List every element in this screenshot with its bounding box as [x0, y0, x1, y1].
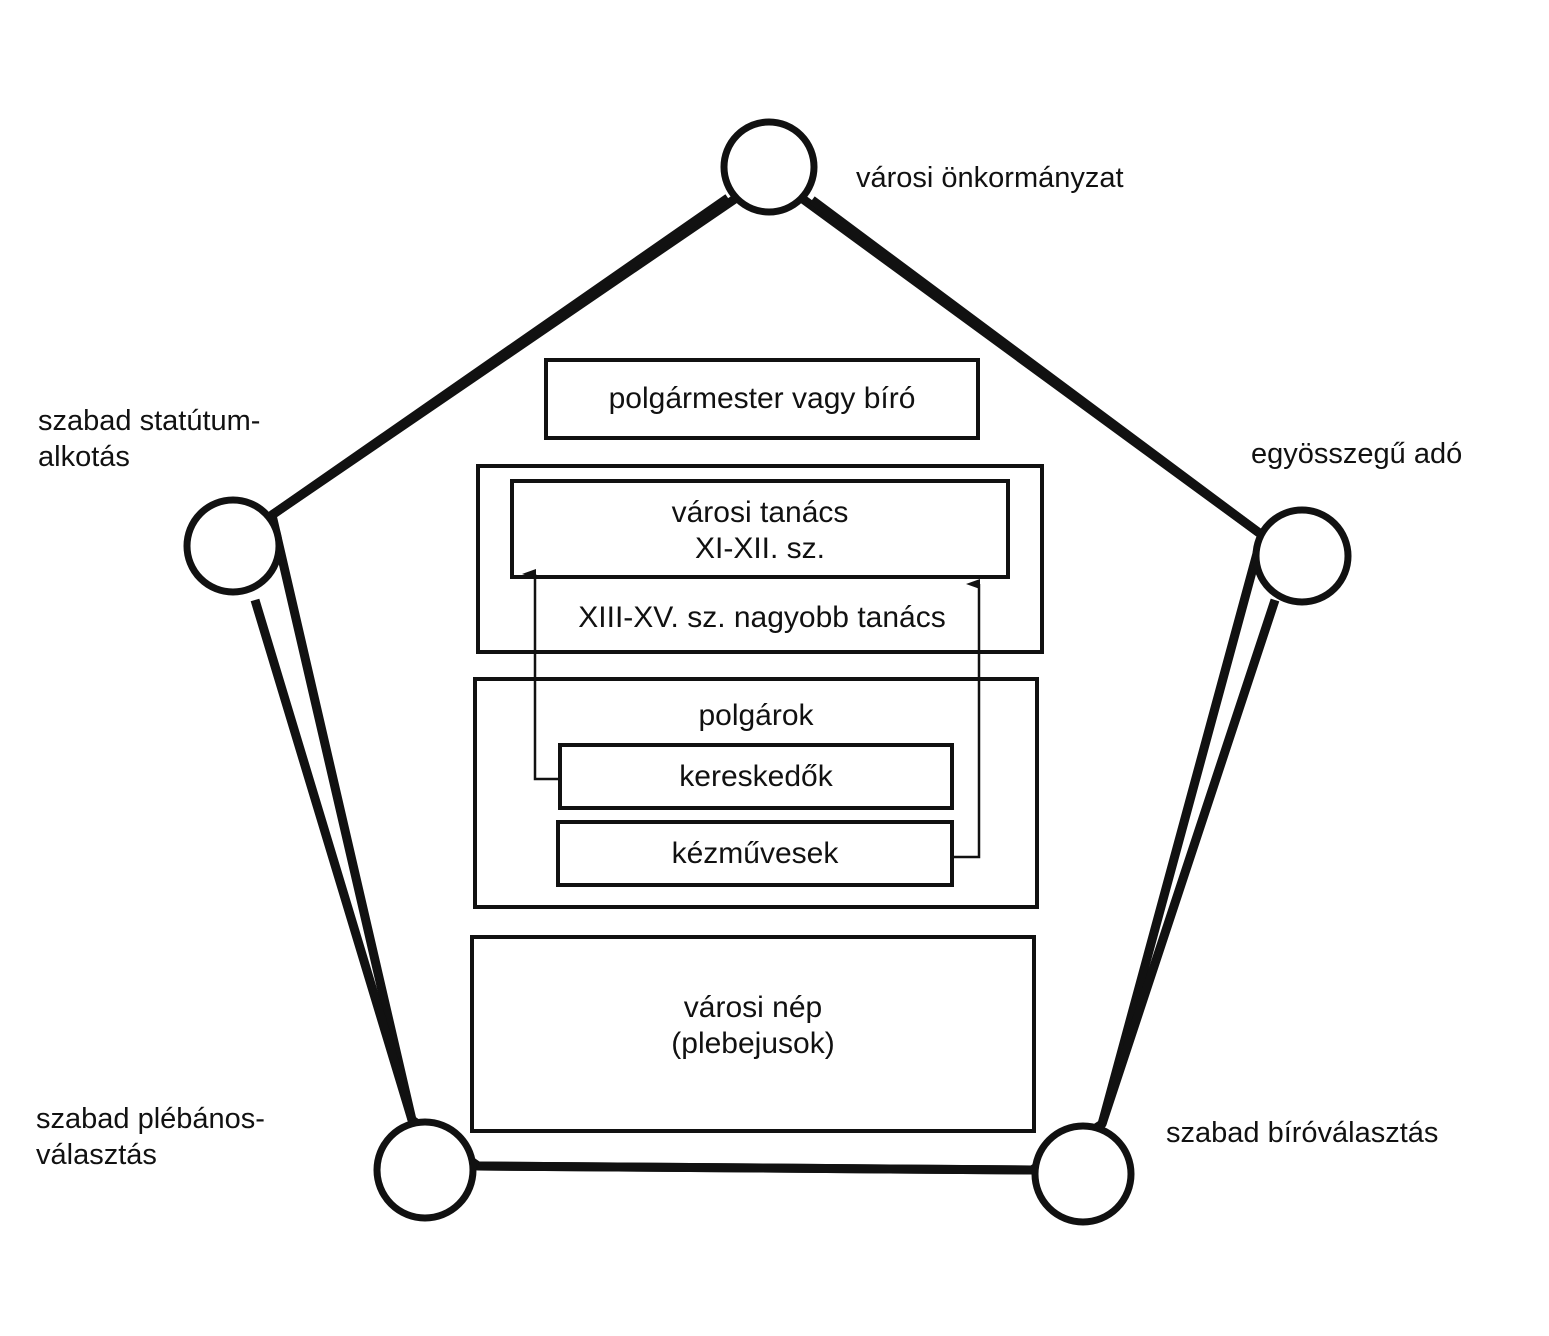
pentagon-outline-overlay	[250, 194, 1280, 1175]
corner-label-top: városi önkormányzat	[856, 162, 1124, 194]
council-label: városi tanács XI-XII. sz.	[512, 495, 1008, 567]
tower-right	[1252, 506, 1352, 606]
merchants-label: kereskedők	[679, 760, 833, 793]
council-box	[510, 479, 1010, 579]
craftsmen-box	[556, 820, 954, 887]
tower-bottom-left	[373, 1118, 477, 1222]
people-label-line2: (plebejusok)	[671, 1027, 835, 1060]
mayor-label: polgármester vagy bíró	[608, 382, 916, 415]
greater-council-label: XIII-XV. sz. nagyobb tanács	[578, 601, 946, 634]
tower-left	[183, 496, 283, 596]
corner-label-bottom-left: szabad plébános- választás	[36, 1101, 265, 1173]
tower-bottom-right	[1031, 1122, 1135, 1226]
corner-label-bottom-right: szabad bíróválasztás	[1166, 1117, 1439, 1149]
mayor-box	[544, 358, 980, 440]
craftsmen-label: kézművesek	[671, 837, 839, 870]
greater-council-box	[476, 464, 1044, 654]
people-label: városi nép (plebejusok)	[472, 990, 1034, 1062]
corner-label-left-line1: szabad statútum-	[38, 405, 261, 437]
craftsmen-to-council-arrow	[952, 579, 981, 859]
corner-label-left: szabad statútum- alkotás	[38, 403, 260, 475]
citizens-box	[473, 677, 1039, 909]
merchants-to-council-arrow	[522, 569, 560, 781]
corner-label-right: egyösszegű adó	[1251, 438, 1463, 470]
council-label-line2: XI-XII. sz.	[694, 532, 826, 565]
people-label-line1: városi nép	[683, 991, 823, 1024]
merchants-box	[558, 743, 954, 810]
council-label-line1: városi tanács	[671, 496, 849, 529]
corner-label-bottom-left-line1: szabad plébános-	[36, 1103, 265, 1135]
citizens-label: polgárok	[698, 699, 814, 732]
people-box	[470, 935, 1036, 1133]
tower-top	[720, 118, 818, 216]
corner-label-bottom-left-line2: választás	[36, 1139, 157, 1171]
corner-label-left-line2: alkotás	[38, 441, 130, 473]
